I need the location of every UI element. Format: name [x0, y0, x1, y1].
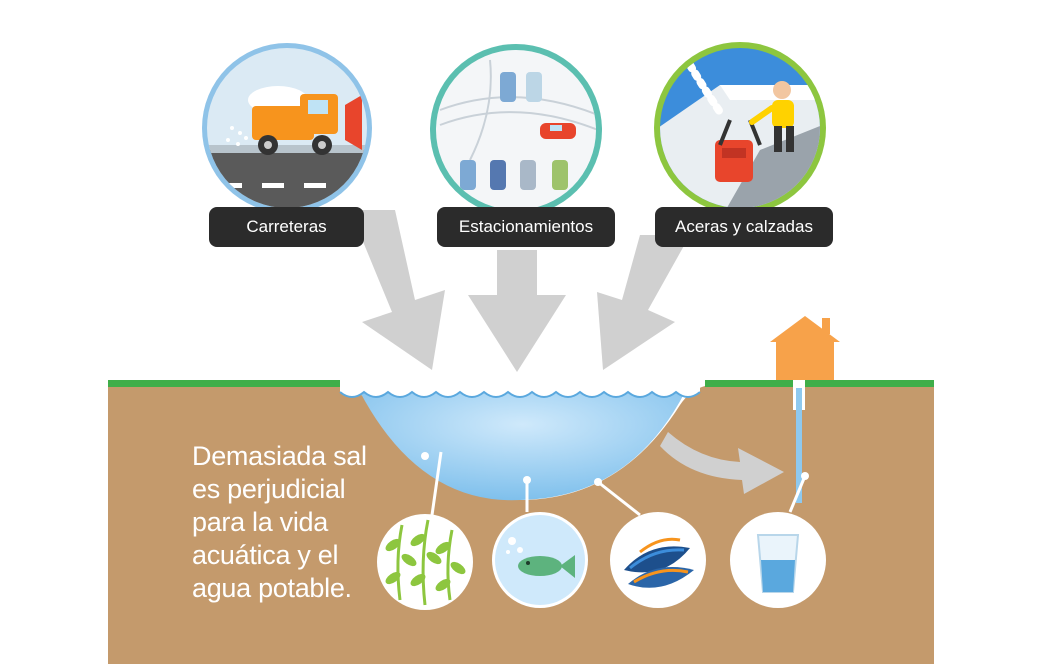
impact-mussels-circle	[610, 512, 706, 608]
runoff-arrows	[350, 210, 784, 494]
impact-plants-circle	[377, 514, 473, 610]
impact-drinking-water-circle	[730, 512, 826, 608]
grass-left	[108, 380, 345, 387]
impact-connectors	[421, 451, 809, 517]
grass-right	[705, 380, 934, 387]
water-body	[339, 376, 701, 501]
message-line: para la vida	[192, 507, 328, 537]
runoff-arrow-parking	[468, 250, 566, 372]
source-roads-circle	[202, 43, 372, 213]
house-with-well	[770, 316, 840, 503]
aquatic-plant-icon	[385, 519, 466, 606]
message-line: agua potable.	[192, 573, 352, 603]
source-label-sidewalks: Aceras y calzadas	[655, 207, 833, 247]
impact-fish-circle	[492, 512, 588, 608]
drinking-water-glass-icon	[756, 534, 800, 593]
salt-harm-message: Demasiada sal es perjudicial para la vid…	[192, 440, 392, 605]
source-sidewalks-circle	[654, 42, 826, 214]
groundwater-flow-arrow	[660, 432, 784, 494]
message-line: es perjudicial	[192, 474, 346, 504]
source-label-parking: Estacionamientos	[437, 207, 615, 247]
fish-icon	[518, 555, 575, 578]
well-pipe	[796, 388, 802, 503]
runoff-arrow-roads	[350, 210, 445, 370]
runoff-arrow-sidewalks	[597, 235, 690, 370]
message-line: acuática y el	[192, 540, 339, 570]
source-parking-circle	[430, 44, 602, 216]
source-label-roads: Carreteras	[209, 207, 364, 247]
mussel-icon	[624, 537, 694, 588]
message-line: Demasiada sal	[192, 441, 367, 471]
